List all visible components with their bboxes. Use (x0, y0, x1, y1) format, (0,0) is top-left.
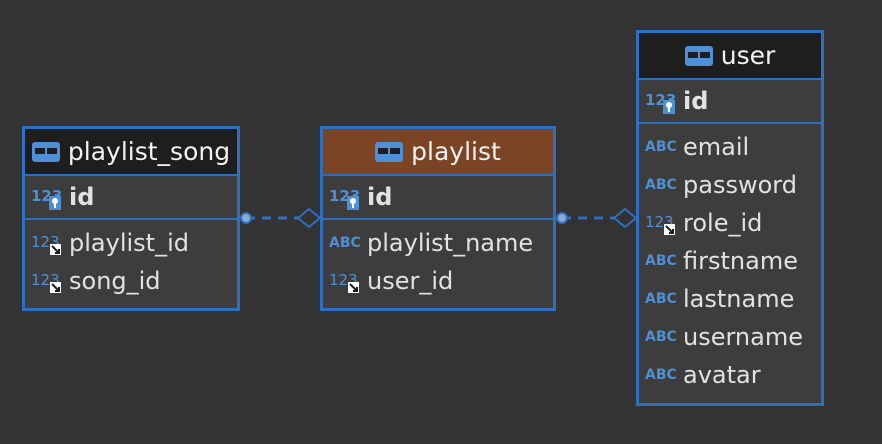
column-name: username (683, 323, 803, 351)
column-name: id (367, 183, 393, 211)
connector-diamond (612, 207, 638, 229)
text-abc-icon: ABC (645, 247, 681, 275)
text-abc-icon: ABC (645, 133, 681, 161)
numeric-key-icon: 123 (31, 183, 67, 211)
pk-section: 123 id (323, 176, 553, 220)
svg-text:ABC: ABC (645, 253, 677, 269)
column-row[interactable]: ABC username (639, 318, 821, 356)
entity-header[interactable]: user (639, 33, 821, 80)
numeric-fk-icon: 123 (329, 267, 365, 295)
connector-dot (240, 212, 252, 224)
entity-title: playlist (411, 137, 501, 166)
text-abc-icon: ABC (645, 171, 681, 199)
columns-section: 123 playlist_id 123 song_id (25, 220, 237, 304)
relation-playlist_song-playlist[interactable] (236, 205, 324, 231)
pk-section: 123 id (25, 176, 237, 220)
svg-text:ABC: ABC (645, 291, 677, 307)
column-row[interactable]: 123 id (25, 175, 94, 219)
relation-playlist-user[interactable] (552, 205, 640, 231)
numeric-key-icon: 123 (329, 183, 365, 211)
column-name: role_id (683, 209, 763, 237)
column-row[interactable]: 123 id (323, 175, 392, 219)
text-abc-icon: ABC (329, 229, 365, 257)
entity-header[interactable]: playlist (323, 129, 553, 176)
columns-section: ABC playlist_name 123 user_id (323, 220, 553, 304)
svg-text:ABC: ABC (645, 177, 677, 193)
text-abc-icon: ABC (645, 285, 681, 313)
table-icon (31, 141, 60, 162)
column-name: playlist_id (69, 229, 189, 257)
column-row[interactable]: ABC firstname (639, 242, 821, 280)
column-row[interactable]: 123 id (639, 79, 708, 123)
column-name: lastname (683, 285, 795, 313)
connector-diamond (296, 207, 322, 229)
column-row[interactable]: ABC email (639, 128, 821, 166)
entity-playlist[interactable]: playlist 123 id ABC playlist_name 123 us… (320, 126, 556, 311)
column-name: avatar (683, 361, 761, 389)
column-row[interactable]: ABC playlist_name (323, 224, 553, 262)
svg-text:ABC: ABC (645, 329, 677, 345)
column-name: id (683, 87, 709, 115)
column-row[interactable]: ABC password (639, 166, 821, 204)
column-row[interactable]: 123 role_id (639, 204, 821, 242)
column-name: playlist_name (367, 229, 534, 257)
entity-title: playlist_song (67, 137, 231, 166)
column-row[interactable]: 123 playlist_id (25, 224, 237, 262)
entity-header[interactable]: playlist_song (25, 129, 237, 176)
column-name: id (69, 183, 95, 211)
table-icon (375, 141, 404, 162)
pk-section: 123 id (639, 80, 821, 124)
numeric-fk-icon: 123 (31, 267, 67, 295)
svg-text:ABC: ABC (329, 235, 361, 251)
column-row[interactable]: ABC avatar (639, 356, 821, 394)
columns-section: ABC email ABC password 123 role_id ABC f… (639, 124, 821, 398)
column-row[interactable]: 123 user_id (323, 262, 553, 300)
svg-text:ABC: ABC (645, 139, 677, 155)
text-abc-icon: ABC (645, 323, 681, 351)
column-name: user_id (367, 267, 454, 295)
table-icon (684, 45, 713, 66)
entity-playlist_song[interactable]: playlist_song 123 id 123 playlist_id 123… (22, 126, 240, 311)
column-row[interactable]: 123 song_id (25, 262, 237, 300)
svg-text:ABC: ABC (645, 367, 677, 383)
entity-title: user (720, 41, 776, 70)
connector-dot (556, 212, 568, 224)
column-row[interactable]: ABC lastname (639, 280, 821, 318)
entity-user[interactable]: user 123 id ABC email ABC password 123 r… (636, 30, 824, 406)
column-name: email (683, 133, 750, 161)
numeric-key-icon: 123 (645, 87, 681, 115)
text-abc-icon: ABC (645, 361, 681, 389)
numeric-fk-icon: 123 (31, 229, 67, 257)
column-name: song_id (69, 267, 161, 295)
numeric-fk-icon: 123 (645, 209, 681, 237)
column-name: firstname (683, 247, 798, 275)
column-name: password (683, 171, 797, 199)
